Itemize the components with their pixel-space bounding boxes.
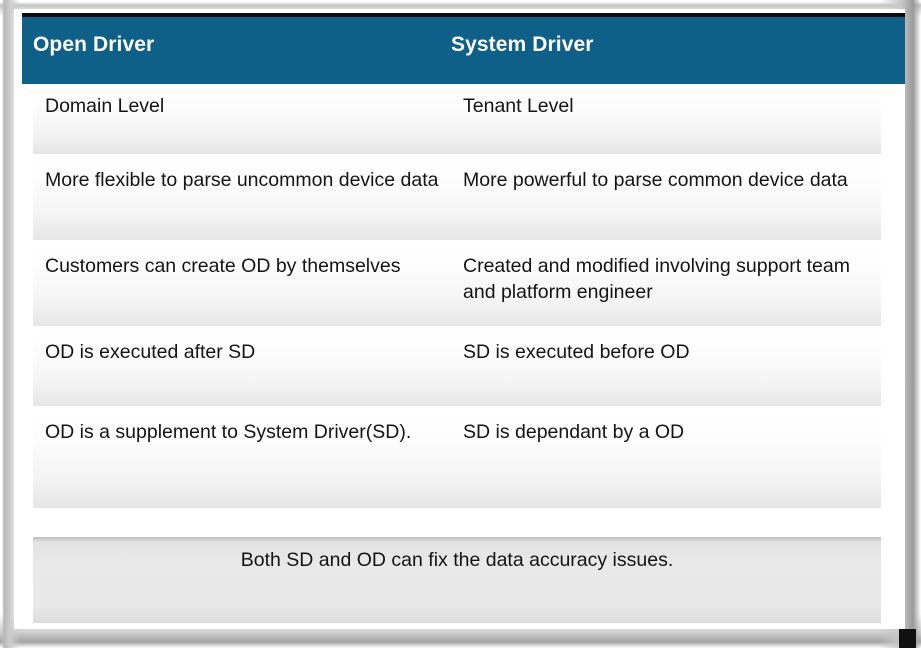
comparison-table: Open Driver System Driver Domain Level T… (22, 17, 905, 623)
table-header-system-driver: System Driver (451, 33, 594, 56)
table-body: Domain Level Tenant Level More flexible … (22, 84, 905, 512)
table-cell-open-driver: OD is a supplement to System Driver(SD). (33, 410, 453, 508)
header-top-rule (22, 13, 905, 17)
table-row: More flexible to parse uncommon device d… (22, 158, 905, 240)
table-cell-system-driver: Created and modified involving support t… (451, 244, 881, 326)
table-header-row: Open Driver System Driver (22, 17, 905, 84)
table-header-open-driver: Open Driver (33, 33, 155, 56)
corner-artifact (899, 629, 916, 648)
table-row: Customers can create OD by themselves Cr… (22, 244, 905, 326)
table-row: Domain Level Tenant Level (22, 84, 905, 154)
table-cell-system-driver: SD is executed before OD (451, 330, 881, 406)
table-cell-system-driver: Tenant Level (451, 84, 881, 154)
table-row: OD is a supplement to System Driver(SD).… (22, 410, 905, 508)
table-cell-system-driver: More powerful to parse common device dat… (451, 158, 881, 240)
table-cell-system-driver: SD is dependant by a OD (451, 410, 881, 508)
table-cell-open-driver: Domain Level (33, 84, 453, 154)
table-cell-open-driver: OD is executed after SD (33, 330, 453, 406)
table-footer-row: Both SD and OD can fix the data accuracy… (33, 537, 881, 623)
table-cell-open-driver: More flexible to parse uncommon device d… (33, 158, 453, 240)
table-row: OD is executed after SD SD is executed b… (22, 330, 905, 406)
table-cell-open-driver: Customers can create OD by themselves (33, 244, 453, 326)
